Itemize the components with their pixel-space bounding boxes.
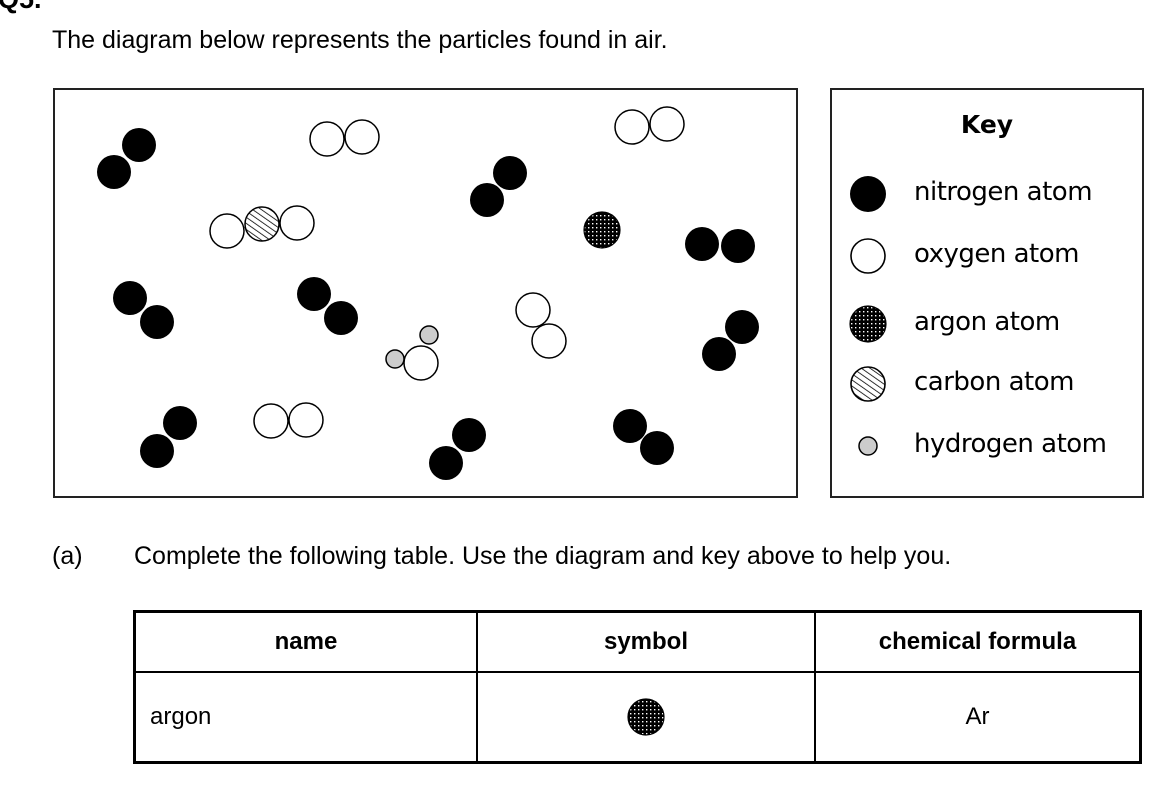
carbon-dioxide-molecule: [209, 205, 315, 249]
carbon-atom-icon: [850, 366, 886, 402]
nitrogen-molecule: [297, 277, 358, 335]
oxygen-molecule: [309, 119, 380, 157]
nitrogen-molecule: [613, 409, 674, 465]
table-header-row: name symbol chemical formula: [133, 610, 1142, 673]
key-item-argon: argon atom: [832, 298, 1142, 348]
key-label-carbon: carbon atom: [914, 367, 1074, 397]
argon-atom: [583, 211, 621, 249]
cell-chemical-formula: Ar: [814, 671, 1142, 764]
key-label-nitrogen: nitrogen atom: [914, 177, 1093, 207]
answer-table: name symbol chemical formula argon Ar: [133, 610, 1142, 764]
nitrogen-molecule: [685, 227, 755, 263]
nitrogen-molecule: [429, 418, 486, 480]
nitrogen-molecule: [470, 156, 527, 217]
key-label-argon: argon atom: [914, 307, 1060, 337]
nitrogen-molecule: [702, 310, 759, 371]
table-row: argon Ar: [133, 671, 1142, 764]
nitrogen-molecule: [140, 406, 197, 468]
key-label-oxygen: oxygen atom: [914, 239, 1080, 269]
nitrogen-atom-icon: [850, 176, 886, 212]
cell-name: argon: [133, 671, 478, 764]
oxygen-molecule: [253, 402, 324, 439]
nitrogen-molecule: [113, 281, 174, 339]
nitrogen-molecule: [97, 128, 156, 189]
key-item-oxygen: oxygen atom: [832, 230, 1142, 280]
air-particles-diagram: [53, 88, 798, 498]
key-item-carbon: carbon atom: [832, 358, 1142, 408]
header-chemical-formula: chemical formula: [814, 610, 1142, 673]
key-box: Key nitrogen atom oxygen atom argon atom: [830, 88, 1144, 498]
key-item-nitrogen: nitrogen atom: [832, 168, 1142, 218]
key-item-hydrogen: hydrogen atom: [832, 420, 1142, 470]
oxygen-molecule: [515, 292, 567, 359]
hydrogen-atom-icon: [858, 436, 878, 456]
cell-symbol: [476, 671, 816, 764]
water-molecule: [385, 325, 439, 381]
argon-atom-icon: [849, 305, 887, 343]
key-label-hydrogen: hydrogen atom: [914, 429, 1107, 459]
part-a-label: (a): [52, 542, 83, 570]
question-number: Q5.: [0, 0, 42, 15]
oxygen-molecule: [614, 106, 685, 145]
argon-atom-icon: [627, 698, 665, 736]
part-a-instruction: Complete the following table. Use the di…: [134, 542, 952, 570]
question-intro: The diagram below represents the particl…: [52, 26, 668, 54]
oxygen-atom-icon: [850, 238, 886, 274]
header-name: name: [133, 610, 478, 673]
key-title: Key: [960, 110, 1014, 139]
header-symbol: symbol: [476, 610, 816, 673]
